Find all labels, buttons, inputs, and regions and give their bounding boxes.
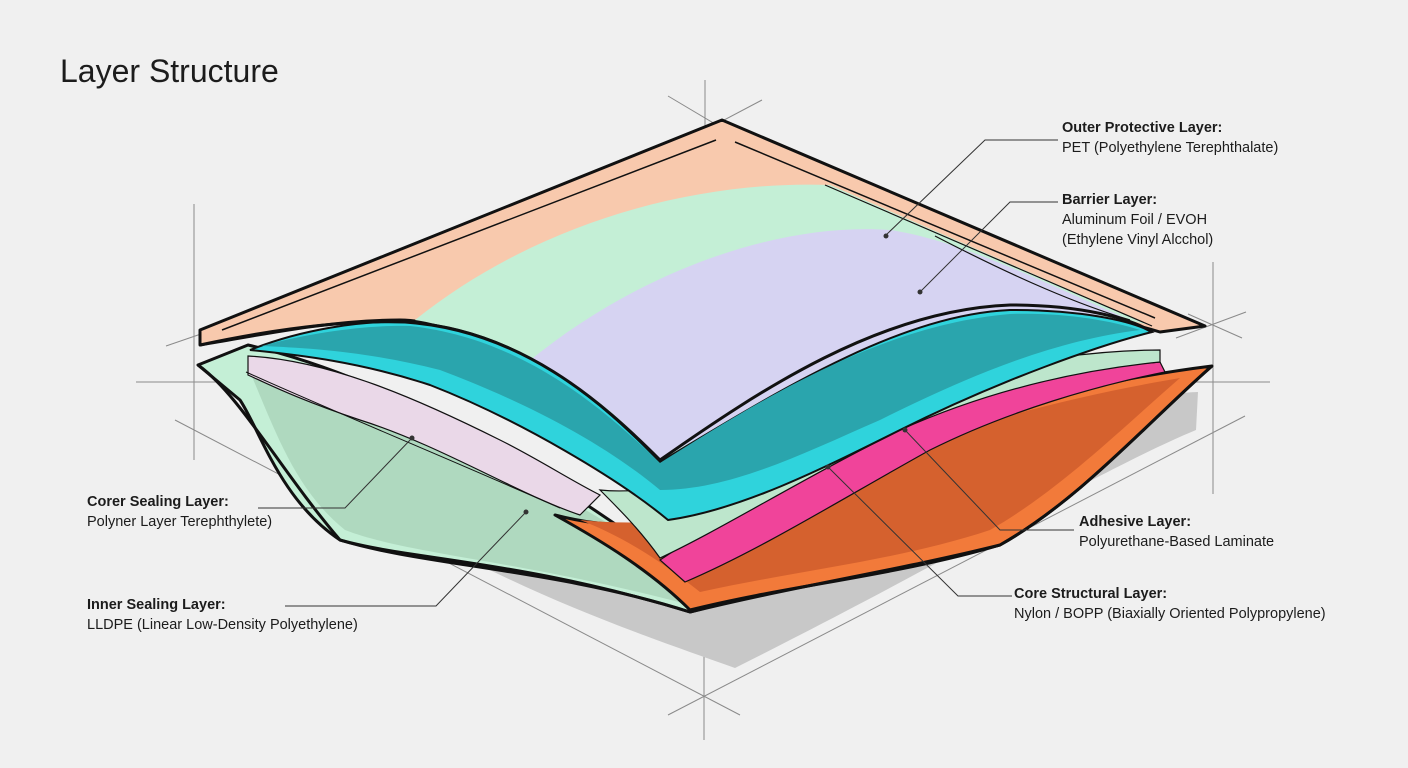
label-detail: Nylon / BOPP (Biaxially Oriented Polypro… [1014, 606, 1326, 622]
outer-protective-inner-edge [221, 139, 717, 331]
leader-core [827, 466, 1012, 597]
guide-line [1175, 311, 1247, 339]
leader-arrowheads [409, 233, 923, 515]
label-heading: Corer Sealing Layer: [87, 494, 229, 510]
leader-dot [409, 435, 415, 441]
bottom-outline [197, 363, 1213, 614]
leader-dot [883, 233, 889, 239]
leader-barrier [919, 201, 1058, 293]
page-title: Layer Structure [60, 53, 279, 89]
label-detail: (Ethylene Vinyl Alcchol) [1062, 232, 1214, 248]
label-corer-sealing: Corer Sealing Layer: Polyner Layer Terep… [87, 492, 272, 532]
label-detail: LLDPE (Linear Low-Density Polyethylene) [87, 617, 358, 633]
label-inner-sealing: Inner Sealing Layer: LLDPE (Linear Low-D… [87, 595, 358, 635]
guide-line [667, 415, 1246, 716]
barrier-layer [528, 229, 1130, 460]
leader-dot [902, 427, 908, 433]
label-detail: Aluminum Foil / EVOH [1062, 212, 1208, 228]
leader-corer [258, 437, 413, 509]
leader-dot [523, 509, 529, 515]
label-outer-protective: Outer Protective Layer: PET (Polyethylen… [1062, 118, 1278, 158]
label-heading: Outer Protective Layer: [1062, 120, 1223, 136]
label-detail: Polyner Layer Terephthylete) [87, 514, 273, 530]
label-heading: Core Structural Layer: [1014, 586, 1168, 602]
corer-sealing-edge [245, 371, 561, 509]
inner-sealing-shade [250, 372, 690, 605]
corer-sealing-layer [247, 355, 602, 516]
leader-dot [917, 289, 923, 295]
teal-top-outline [199, 303, 1153, 462]
guide-line [1187, 313, 1243, 339]
barrier-layer-edge [934, 235, 1131, 321]
label-core-structural: Core Structural Layer: Nylon / BOPP (Bia… [1014, 584, 1326, 624]
leader-inner [285, 511, 527, 607]
label-heading: Barrier Layer: [1062, 192, 1158, 208]
leader-outer [885, 139, 1058, 236]
label-detail: PET (Polyethylene Terephthalate) [1062, 140, 1279, 156]
leader-lines [258, 139, 1074, 607]
label-heading: Inner Sealing Layer: [87, 597, 226, 613]
leader-dot [825, 464, 831, 470]
label-heading: Adhesive Layer: [1079, 514, 1192, 530]
outer-protective-inner-edge [734, 141, 1156, 319]
label-detail: Polyurethane-Based Laminate [1079, 534, 1275, 550]
leader-adhesive [904, 429, 1074, 531]
green-layer-edge [824, 184, 1153, 327]
teal-layer-shade [262, 313, 1140, 490]
label-barrier: Barrier Layer: Aluminum Foil / EVOH (Eth… [1062, 190, 1213, 250]
guide-line [174, 419, 741, 716]
label-adhesive: Adhesive Layer: Polyurethane-Based Lamin… [1079, 512, 1274, 552]
